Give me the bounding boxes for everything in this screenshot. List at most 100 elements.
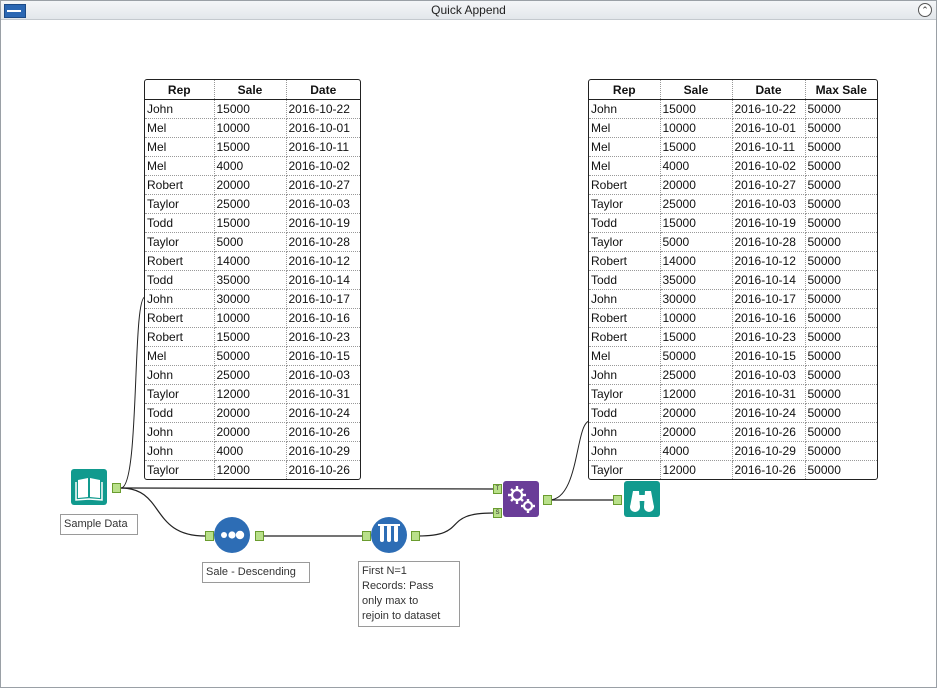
table-cell: 50000	[805, 384, 877, 404]
table-cell: 2016-10-27	[286, 175, 360, 195]
table-cell: Taylor	[145, 194, 215, 214]
table-cell: 4000	[214, 441, 287, 461]
table-cell: 12000	[660, 384, 733, 404]
table-cell: 25000	[660, 194, 733, 214]
browse-input-anchor[interactable]	[613, 495, 622, 505]
table-cell: Mel	[145, 118, 215, 138]
wire-input-to-table	[120, 296, 146, 489]
table-cell: Todd	[145, 403, 215, 423]
sort-tool[interactable]	[214, 517, 250, 553]
input-tool-label: Sample Data	[60, 514, 138, 535]
append-target-anchor[interactable]: T	[493, 484, 502, 494]
table-cell: Robert	[145, 327, 215, 347]
wire-sample-to-append	[417, 512, 494, 537]
table-cell: Todd	[145, 213, 215, 233]
table-cell: 2016-10-03	[286, 365, 360, 385]
table-cell: 2016-10-03	[732, 194, 806, 214]
browse-tool[interactable]	[624, 481, 660, 517]
table-cell: 4000	[660, 441, 733, 461]
table-cell: 20000	[214, 422, 287, 442]
table-cell: Robert	[589, 175, 661, 195]
table-cell: 50000	[805, 403, 877, 423]
sample-tool-label: First N=1 Records: Pass only max to rejo…	[358, 561, 460, 627]
table-cell: John	[589, 422, 661, 442]
window-title: Quick Append	[431, 3, 506, 17]
table-cell: Taylor	[589, 232, 661, 252]
table-cell: 50000	[807, 463, 841, 477]
table-cell: 2016-10-23	[732, 327, 806, 347]
table-cell: Mel	[589, 346, 661, 366]
wire-input-to-append	[120, 487, 494, 490]
table-cell: 2016-10-24	[286, 403, 360, 423]
table-cell: 2016-10-22	[732, 99, 806, 119]
table-cell: 15000	[214, 137, 287, 157]
table-cell: 2016-10-24	[732, 403, 806, 423]
table-cell: 50000	[805, 156, 877, 176]
sample-output-anchor[interactable]	[411, 531, 420, 541]
table-cell: 2016-10-16	[732, 308, 806, 328]
table-cell: 2016-10-28	[286, 232, 360, 252]
table-cell: 30000	[214, 289, 287, 309]
column-header[interactable]: Date	[732, 80, 806, 100]
book-icon	[71, 469, 107, 505]
sort-input-anchor[interactable]	[205, 531, 214, 541]
table-cell: 50000	[214, 346, 287, 366]
table-cell: 5000	[660, 232, 733, 252]
sample-label-line: First N=1	[362, 565, 407, 577]
sample-input-anchor[interactable]	[362, 531, 371, 541]
append-source-anchor[interactable]: S	[493, 508, 502, 518]
column-header[interactable]: Max Sale	[805, 80, 877, 100]
table-cell: 50000	[805, 422, 877, 442]
table-cell: 2016-10-01	[732, 118, 806, 138]
input-data-tool[interactable]	[71, 469, 107, 505]
column-header[interactable]: Date	[286, 80, 360, 100]
column-header[interactable]: Rep	[145, 80, 215, 100]
input-output-anchor[interactable]	[112, 483, 121, 493]
table-cell: 50000	[805, 289, 877, 309]
append-output-anchor[interactable]	[543, 495, 552, 505]
column-header[interactable]: Rep	[589, 80, 661, 100]
column-header[interactable]: Sale	[660, 80, 733, 100]
collapse-icon[interactable]: ⌃	[918, 3, 932, 17]
table-cell: 15000	[214, 99, 287, 119]
table-cell: 15000	[214, 327, 287, 347]
table-cell: Mel	[145, 156, 215, 176]
sample-label-line: rejoin to dataset	[362, 610, 441, 622]
table-cell: John	[145, 365, 215, 385]
sort-output-anchor[interactable]	[255, 531, 264, 541]
test-tubes-icon	[371, 517, 407, 553]
table-cell: Todd	[589, 270, 661, 290]
sample-tool[interactable]	[371, 517, 407, 553]
table-cell: Robert	[589, 327, 661, 347]
table-cell: 2016-10-31	[732, 384, 806, 404]
table-cell: 14000	[214, 251, 287, 271]
column-header[interactable]: Sale	[214, 80, 287, 100]
table-cell: 2016-10-02	[732, 156, 806, 176]
table-cell: Robert	[589, 251, 661, 271]
table-cell: Mel	[145, 137, 215, 157]
table-cell: 20000	[660, 403, 733, 423]
table-cell: 25000	[660, 365, 733, 385]
append-fields-tool[interactable]	[503, 481, 539, 517]
table-cell: 50000	[805, 232, 877, 252]
table-cell: 20000	[660, 175, 733, 195]
